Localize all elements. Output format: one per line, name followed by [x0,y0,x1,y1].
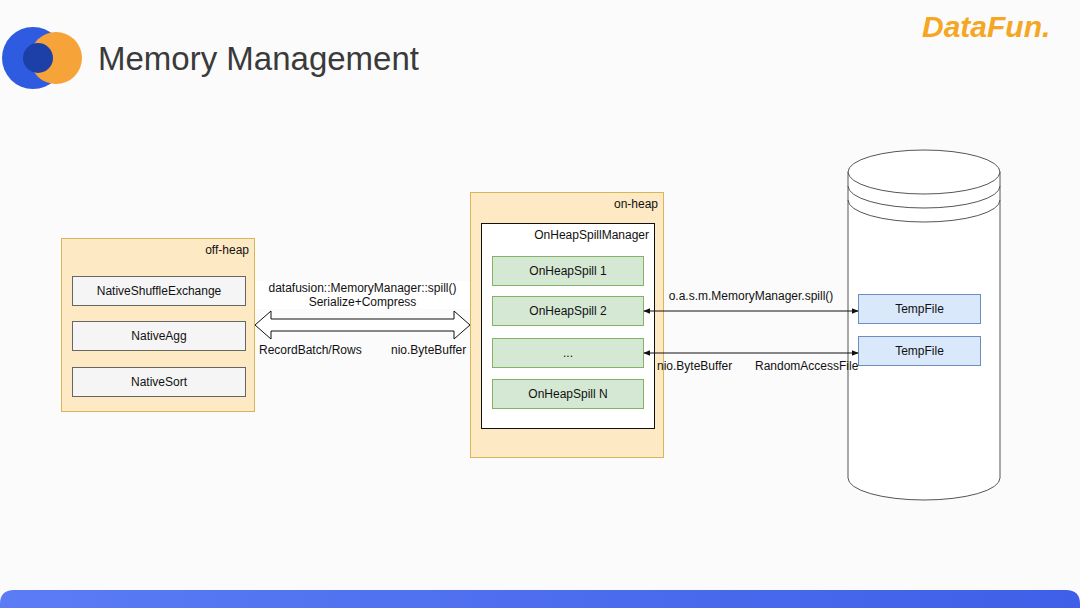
connector-note: RecordBatch/Rows [259,343,362,357]
connector-note: nio.ByteBuffer [657,359,732,373]
edge-label: o.a.s.m.MemoryManager.spill() [651,289,851,303]
box-label: OnHeapSpill 1 [529,264,606,278]
spill-box: OnHeapSpill 2 [492,296,644,326]
spill-box: ... [492,338,644,368]
disk-ring [848,172,1000,194]
spill-box: OnHeapSpill 1 [492,256,644,286]
box-label: NativeShuffleExchange [97,284,222,298]
box-label: NativeAgg [131,329,186,343]
logo-circle [23,43,53,73]
brand-logo: DataFun. [922,10,1050,44]
connector-note: RandomAccessFile [755,359,858,373]
box-label: NativeSort [131,375,187,389]
connector-arrow [644,311,858,312]
file-box: TempFile [858,336,981,366]
slide-title: Memory Management [98,40,419,78]
region-label: off-heap [205,243,249,257]
block-arrow [255,311,470,339]
bottom-band [0,590,1080,608]
memory-region: on-heapOnHeapSpillManagerOnHeapSpill 1On… [470,192,664,458]
file-box: TempFile [858,294,981,324]
box-label: TempFile [895,302,944,316]
region-label: on-heap [614,197,658,211]
region-label: OnHeapSpillManager [534,228,649,242]
box-label: OnHeapSpill 2 [529,304,606,318]
manager-box: OnHeapSpillManagerOnHeapSpill 1 OnHeapSpi… [481,223,655,429]
operator-box: NativeSort [72,367,246,397]
connector-arrow [644,353,858,354]
memory-region: off-heapNativeShuffleExchangeNativeAggNa… [61,238,255,412]
connector-note: nio.ByteBuffer [391,343,466,357]
operator-box: NativeShuffleExchange [72,276,246,306]
spill-box: OnHeapSpill N [492,379,644,409]
edge-label: datafusion::MemoryManager::spill() Seria… [255,281,470,309]
disk-cylinder [848,150,1000,500]
box-label: TempFile [895,344,944,358]
operator-box: NativeAgg [72,321,246,351]
box-label: OnHeapSpill N [528,387,607,401]
disk-ring [848,200,1000,222]
disk-ring [848,186,1000,208]
box-label: ... [563,346,573,360]
